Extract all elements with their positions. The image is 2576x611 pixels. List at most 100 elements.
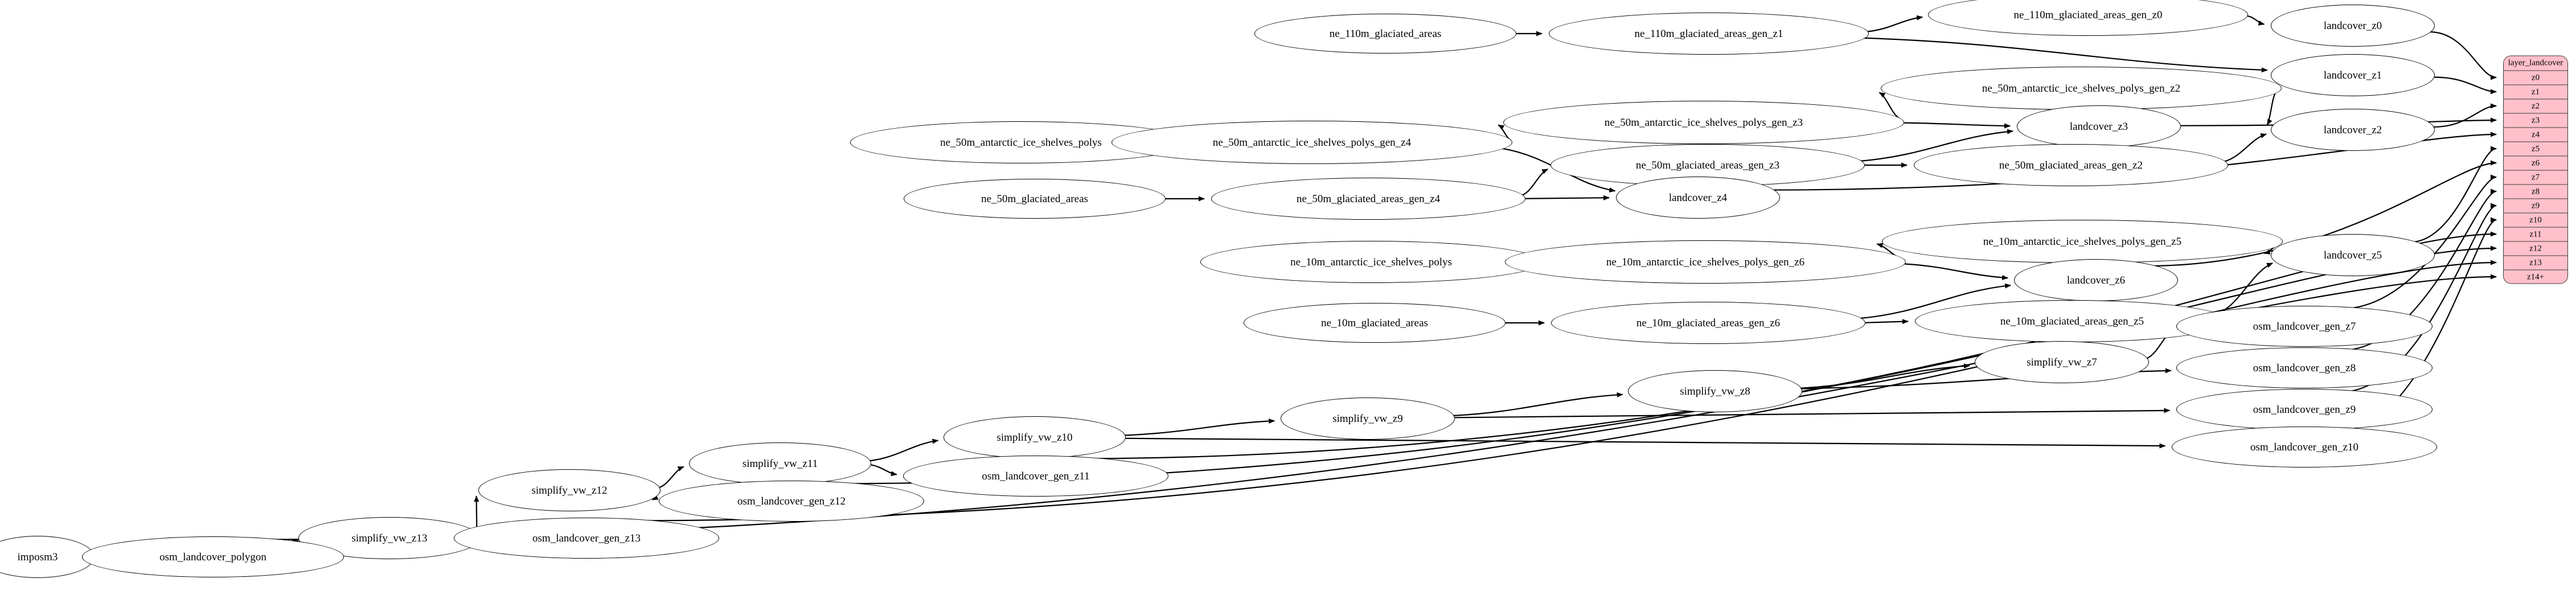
graph-node-osm_landcover_gen_z10[interactable]: osm_landcover_gen_z10 (2172, 427, 2437, 468)
graph-node-landcover_z1[interactable]: landcover_z1 (2271, 54, 2435, 96)
graph-node-simplify_vw_z8[interactable]: simplify_vw_z8 (1628, 370, 1802, 412)
edge-osm_landcover_gen_z7-to-z7 (2340, 174, 2497, 310)
record-row-z7[interactable]: z7 (2504, 171, 2567, 185)
edge-simplify_vw_z11-to-osm_landcover_gen_z11 (871, 464, 897, 477)
graph-node-label: osm_landcover_gen_z7 (2253, 320, 2356, 333)
graph-node-ne_50m_glaciated_areas[interactable]: ne_50m_glaciated_areas (904, 179, 1166, 219)
edge-ne_50m_glaciated_areas_gen_z4-to-ne_50m_glaciated_areas_gen_z3 (1521, 169, 1549, 196)
edge-osm_landcover_gen_z13-to-z13 (624, 260, 2497, 522)
graph-node-ne_50m_glaciated_areas_gen_z4[interactable]: ne_50m_glaciated_areas_gen_z4 (1211, 178, 1525, 220)
graph-node-label: simplify_vw_z11 (742, 457, 818, 470)
graph-node-landcover_z6[interactable]: landcover_z6 (2014, 259, 2178, 301)
graph-node-label: osm_landcover_gen_z12 (737, 495, 846, 507)
record-row-z1[interactable]: z1 (2504, 85, 2567, 100)
record-row-z14+[interactable]: z14+ (2526, 272, 2545, 282)
graph-node-ne_110m_glaciated_areas_gen_z0[interactable]: ne_110m_glaciated_areas_gen_z0 (1928, 0, 2248, 36)
edge-landcover_z2-to-z2 (2434, 103, 2497, 128)
graph-node-ne_10m_antarctic_ice_shelves_polys_gen_z5[interactable]: ne_10m_antarctic_ice_shelves_polys_gen_z… (1882, 220, 2283, 263)
record-row-z5[interactable]: z5 (2504, 142, 2567, 157)
graph-node-ne_110m_glaciated_areas_gen_z1[interactable]: ne_110m_glaciated_areas_gen_z1 (1549, 13, 1869, 55)
record-row-z3[interactable]: z3 (2504, 114, 2567, 128)
graph-node-label: ne_50m_glaciated_areas_gen_z2 (1999, 159, 2143, 171)
graph-node-ne_10m_glaciated_areas[interactable]: ne_10m_glaciated_areas (1244, 303, 1506, 343)
edge-ne_110m_glaciated_areas_gen_z1-to-ne_110m_glaciated_areas_gen_z0 (1868, 15, 1923, 32)
graph-node-label: osm_landcover_gen_z8 (2253, 362, 2356, 374)
graph-node-imposm3[interactable]: imposm3 (0, 536, 95, 578)
edge-ne_110m_glaciated_areas_gen_z1-to-landcover_z1 (1864, 37, 2268, 73)
edge-simplify_vw_z9-to-osm_landcover_gen_z9 (1454, 408, 2171, 419)
graph-node-ne_110m_glaciated_areas[interactable]: ne_110m_glaciated_areas (1254, 14, 1516, 54)
graph-node-label: ne_50m_antarctic_ice_shelves_polys_gen_z… (1212, 136, 1412, 149)
record-row-z13[interactable]: z13 (2504, 256, 2567, 270)
edge-landcover_z1-to-z1 (2434, 76, 2497, 95)
graph-node-osm_landcover_gen_z9[interactable]: osm_landcover_gen_z9 (2176, 389, 2433, 430)
graph-node-label: osm_landcover_gen_z10 (2250, 441, 2358, 453)
graph-node-label: simplify_vw_z12 (531, 484, 608, 497)
graph-node-label: ne_110m_glaciated_areas_gen_z0 (2013, 9, 2163, 21)
record-row-z0[interactable]: z0 (2504, 71, 2567, 85)
edge-simplify_vw_z12-to-simplify_vw_z11 (659, 466, 684, 489)
graph-node-label: ne_50m_antarctic_ice_shelves_polys_gen_z… (1604, 116, 1803, 129)
graph-node-osm_landcover_gen_z11[interactable]: osm_landcover_gen_z11 (903, 456, 1168, 497)
record-row-z12[interactable]: z12 (2504, 242, 2567, 256)
edge-landcover_z4-to-z4 (1772, 132, 2497, 191)
graph-node-osm_landcover_gen_z13[interactable]: osm_landcover_gen_z13 (454, 518, 719, 559)
record-row-z2[interactable]: z2 (2504, 100, 2567, 114)
graph-node-ne_10m_antarctic_ice_shelves_polys[interactable]: ne_10m_antarctic_ice_shelves_polys (1200, 241, 1542, 283)
graph-node-label: simplify_vw_z7 (2027, 356, 2097, 368)
edge-ne_10m_antarctic_ice_shelves_polys_gen_z6-to-landcover_z6 (1904, 263, 2009, 280)
record-row-z10[interactable]: z10 (2504, 214, 2567, 228)
graph-node-osm_landcover_polygon[interactable]: osm_landcover_polygon (82, 536, 344, 577)
graph-node-ne_50m_antarctic_ice_shelves_polys_gen_z4[interactable]: ne_50m_antarctic_ice_shelves_polys_gen_z… (1111, 121, 1512, 164)
graph-node-landcover_z5[interactable]: landcover_z5 (2271, 234, 2435, 276)
graph-node-ne_50m_antarctic_ice_shelves_polys_gen_z3[interactable]: ne_50m_antarctic_ice_shelves_polys_gen_z… (1503, 101, 1904, 144)
graph-node-ne_10m_antarctic_ice_shelves_polys_gen_z6[interactable]: ne_10m_antarctic_ice_shelves_polys_gen_z… (1505, 240, 1906, 284)
graph-node-landcover_z2[interactable]: landcover_z2 (2271, 109, 2435, 151)
edge-ne_50m_glaciated_areas_gen_z2-to-landcover_z2 (2224, 133, 2267, 162)
edge-ne_10m_glaciated_areas_gen_z6-to-ne_10m_glaciated_areas_gen_z5 (1865, 319, 1909, 325)
graph-node-ne_10m_glaciated_areas_gen_z6[interactable]: ne_10m_glaciated_areas_gen_z6 (1551, 302, 1865, 344)
edge-ne_110m_glaciated_areas_gen_z0-to-landcover_z0 (2247, 15, 2265, 26)
graph-node-label: simplify_vw_z10 (996, 431, 1073, 444)
graph-node-simplify_vw_z7[interactable]: simplify_vw_z7 (1975, 341, 2149, 383)
graph-node-label: ne_10m_antarctic_ice_shelves_polys_gen_z… (1606, 256, 1805, 268)
edge-ne_50m_glaciated_areas_gen_z3-to-landcover_z3 (1860, 129, 2014, 162)
record-row-z8[interactable]: z8 (2504, 185, 2567, 199)
edge-simplify_vw_z11-to-simplify_vw_z10 (869, 438, 939, 462)
graph-node-label: landcover_z4 (1668, 191, 1728, 204)
graph-node-label: landcover_z2 (2323, 124, 2382, 136)
graph-node-label: landcover_z5 (2323, 249, 2382, 261)
graph-node-label: ne_110m_glaciated_areas (1329, 27, 1442, 40)
graph-node-label: landcover_z0 (2323, 19, 2382, 32)
edge-simplify_vw_z8-to-simplify_vw_z7 (1800, 363, 1970, 389)
graph-node-landcover_z4[interactable]: landcover_z4 (1616, 177, 1780, 219)
graph-node-landcover_z0[interactable]: landcover_z0 (2271, 5, 2435, 47)
graph-node-label: landcover_z6 (2066, 274, 2126, 286)
graph-node-label: ne_50m_antarctic_ice_shelves_polys_gen_z… (1982, 82, 2181, 95)
graph-node-landcover_z3[interactable]: landcover_z3 (2017, 105, 2181, 147)
graph-node-simplify_vw_z12[interactable]: simplify_vw_z12 (478, 469, 661, 511)
edge-simplify_vw_z9-to-simplify_vw_z8 (1453, 392, 1623, 416)
graph-node-osm_landcover_gen_z8[interactable]: osm_landcover_gen_z8 (2176, 347, 2433, 388)
graph-node-label: ne_110m_glaciated_areas_gen_z1 (1634, 27, 1783, 40)
edge-simplify_vw_z10-to-simplify_vw_z9 (1125, 418, 1275, 436)
graph-node-label: landcover_z1 (2323, 69, 2382, 81)
record-row-z6[interactable]: z6 (2504, 157, 2567, 171)
graph-node-label: ne_50m_glaciated_areas (981, 192, 1088, 205)
graph-node-simplify_vw_z10[interactable]: simplify_vw_z10 (944, 416, 1126, 458)
graph-node-simplify_vw_z11[interactable]: simplify_vw_z11 (689, 442, 871, 485)
graph-node-osm_landcover_gen_z7[interactable]: osm_landcover_gen_z7 (2176, 306, 2433, 347)
record-row-z9[interactable]: z9 (2504, 199, 2567, 214)
graph-node-label: ne_50m_glaciated_areas_gen_z4 (1296, 192, 1441, 205)
graph-node-ne_50m_antarctic_ice_shelves_polys_gen_z2[interactable]: ne_50m_antarctic_ice_shelves_polys_gen_z… (1881, 67, 2282, 110)
graph-node-label: ne_10m_antarctic_ice_shelves_polys_gen_z… (1983, 235, 2182, 248)
record-row-z4[interactable]: z4 (2504, 128, 2567, 142)
edge-landcover_z0-to-z0 (2429, 31, 2497, 80)
graph-node-osm_landcover_gen_z12[interactable]: osm_landcover_gen_z12 (659, 481, 924, 522)
graph-node-ne_50m_glaciated_areas_gen_z2[interactable]: ne_50m_glaciated_areas_gen_z2 (1914, 144, 2228, 186)
record-row-z11[interactable]: z11 (2504, 228, 2567, 242)
graph-node-simplify_vw_z9[interactable]: simplify_vw_z9 (1281, 397, 1455, 440)
